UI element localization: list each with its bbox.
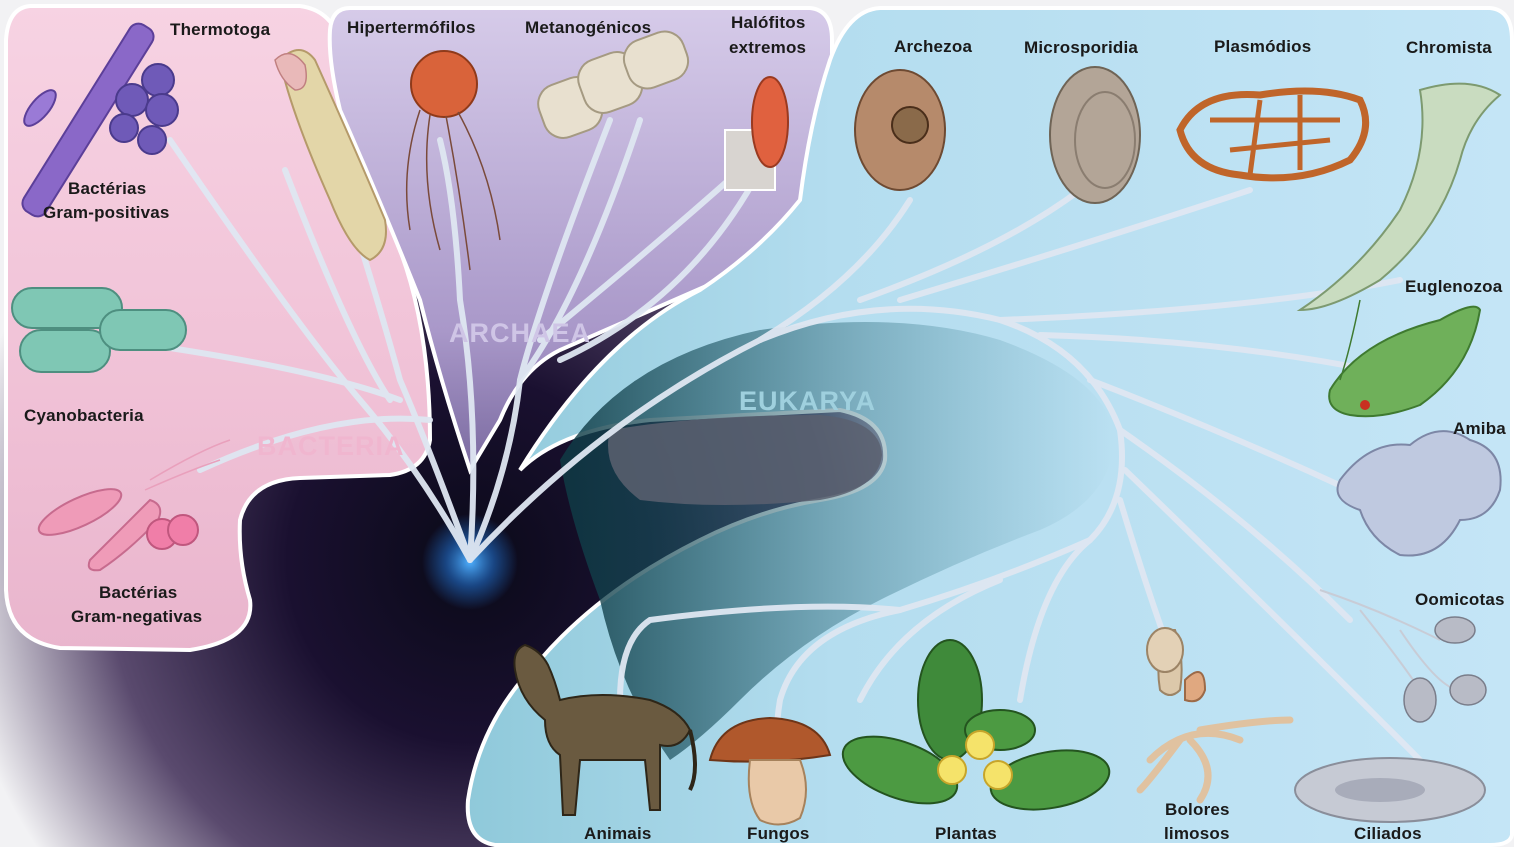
label-microsporidia: Microsporidia xyxy=(1024,38,1139,57)
label-gram-negative-line2: Gram-negativas xyxy=(71,607,203,626)
gram-negative-bacteria-illustration xyxy=(37,439,231,572)
plant-illustration xyxy=(841,639,1111,811)
methanogen-illustration xyxy=(537,30,690,139)
archezoa-illustration xyxy=(854,69,946,191)
euglenozoa-illustration xyxy=(1328,299,1482,418)
label-plasmodia: Plasmódios xyxy=(1214,37,1312,56)
label-fungi: Fungos xyxy=(747,824,810,843)
halophile-illustration xyxy=(724,76,789,191)
domain-label-eukarya: EUKARYA xyxy=(739,386,877,416)
label-animals: Animais xyxy=(584,824,652,843)
amoeba-illustration xyxy=(1336,430,1502,557)
label-oomycota: Oomicotas xyxy=(1415,590,1505,609)
plasmodium-illustration xyxy=(1176,87,1370,182)
label-slime-molds-line1: Bolores xyxy=(1165,800,1230,819)
label-plants: Plantas xyxy=(935,824,997,843)
label-thermotoga: Thermotoga xyxy=(170,20,271,39)
label-ciliates: Ciliados xyxy=(1354,824,1422,843)
domain-label-archaea: ARCHAEA xyxy=(449,318,591,348)
hyperthermophile-illustration xyxy=(405,50,501,271)
label-amoeba: Amiba xyxy=(1453,419,1506,438)
label-halophiles-line1: Halófitos xyxy=(731,13,806,32)
label-archezoa: Archezoa xyxy=(894,37,973,56)
gray-lobe xyxy=(608,415,882,505)
label-methanogens: Metanogénicos xyxy=(525,18,652,37)
microsporidia-illustration xyxy=(1049,66,1141,204)
label-gram-negative-line1: Bactérias xyxy=(99,583,178,602)
label-gram-positive-line2: Gram-positivas xyxy=(43,203,170,222)
chromista-illustration xyxy=(1296,82,1502,312)
label-euglenozoa: Euglenozoa xyxy=(1405,277,1503,296)
gram-positive-bacteria-illustration xyxy=(21,22,179,218)
slime-mold-illustration xyxy=(1136,627,1294,804)
oomycota-illustration xyxy=(1319,589,1487,723)
animal-illustration xyxy=(513,643,697,816)
branches xyxy=(147,117,1423,793)
label-slime-molds-line2: limosos xyxy=(1164,824,1230,843)
label-hyperthermophiles: Hipertermófilos xyxy=(347,18,476,37)
label-cyanobacteria: Cyanobacteria xyxy=(24,406,144,425)
thermotoga-illustration xyxy=(274,49,387,262)
label-gram-positive-line1: Bactérias xyxy=(68,179,147,198)
fungus-illustration xyxy=(708,716,832,826)
label-halophiles-line2: extremos xyxy=(729,38,807,57)
domain-label-bacteria: BACTERIA xyxy=(257,431,405,461)
cyanobacteria-illustration xyxy=(11,287,187,373)
ciliate-illustration xyxy=(1294,757,1486,823)
label-chromista: Chromista xyxy=(1406,38,1492,57)
